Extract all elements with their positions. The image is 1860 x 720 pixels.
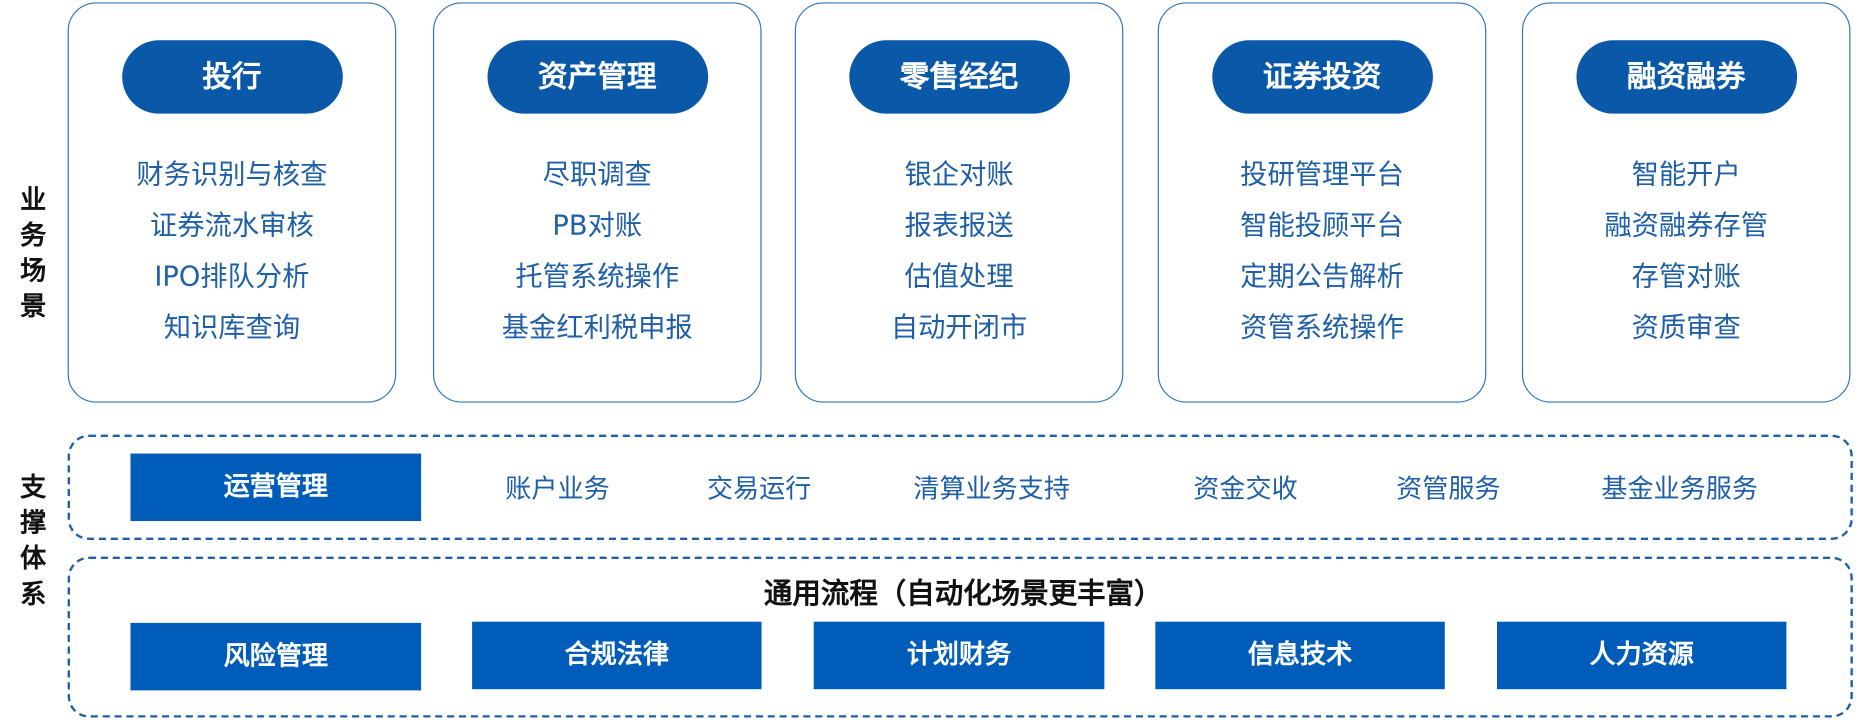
support-item: 清算业务支持 [913, 474, 1070, 505]
card-asset-management: 资产管理 尽职调查 PB对账托管系统操作基金红利税申报 [432, 2, 762, 403]
support-section [67, 434, 1853, 540]
support-system-label: 支撑体系 [20, 473, 47, 610]
card-securities-investment: 证券投资 投研管理平台智能投顾平台定期公告解析资管系统操作 [1157, 2, 1487, 403]
card-item: 证券流水审核 [150, 210, 314, 242]
card-item: 自动开闭市 [890, 312, 1028, 344]
card-item: 基金红利税申报 [501, 312, 693, 344]
card-item: 托管系统操作 [515, 261, 680, 293]
support-highlight-box: 运营管理 [130, 453, 422, 522]
card-title: 投行 [121, 40, 343, 114]
card-item: 融资融券存管 [1604, 210, 1769, 242]
card-item: 估值处理 [904, 261, 1014, 293]
card-item: 报表报送 [904, 210, 1014, 242]
card-item: 定期公告解析 [1240, 261, 1404, 293]
card-retail-brokerage: 零售经纪 银企对账报表报送估值处理自动开闭市 [794, 2, 1124, 403]
card-title: 证券投资 [1211, 40, 1433, 114]
card-title: 融资融券 [1575, 40, 1797, 114]
card-item: 银企对账 [904, 159, 1014, 191]
general-item-box: 信息技术 [1155, 621, 1445, 690]
card-title: 资产管理 [486, 40, 708, 114]
support-item: 资管服务 [1396, 474, 1501, 505]
general-item-box: 风险管理 [130, 622, 422, 691]
card-item: 资管系统操作 [1240, 312, 1404, 344]
general-item-box: 人力资源 [1496, 621, 1787, 690]
general-process-section [67, 556, 1853, 718]
support-item: 基金业务服务 [1601, 474, 1758, 505]
card-item: IPO排队分析 [154, 261, 310, 293]
card-item: 智能投顾平台 [1240, 210, 1404, 242]
card-item: 智能开户 [1631, 159, 1741, 191]
general-item-box: 计划财务 [813, 621, 1105, 690]
general-item-box: 合规法律 [472, 621, 762, 690]
card-item: 投研管理平台 [1240, 159, 1404, 191]
card-item: 知识库查询 [163, 312, 301, 344]
support-item: 资金交收 [1193, 474, 1298, 505]
support-item: 交易运行 [706, 474, 812, 505]
card-item: 财务识别与核查 [136, 159, 328, 191]
card-item: PB对账 [552, 210, 643, 242]
support-item: 账户业务 [505, 474, 610, 505]
business-scenarios-label: 业务场景 [20, 185, 47, 323]
card-item: 存管对账 [1631, 261, 1741, 293]
card-item: 尽职调查 [542, 159, 652, 191]
general-process-title: 通用流程（自动化场景更丰富） [763, 576, 1163, 610]
card-title: 零售经纪 [848, 40, 1070, 114]
card-item: 资质审查 [1631, 312, 1741, 344]
card-margin-trading: 融资融券 智能开户融资融券存管存管对账资质审查 [1521, 2, 1851, 403]
card-investment-banking: 投行 财务识别与核查证券流水审核 IPO排队分析知识库查询 [67, 2, 397, 403]
